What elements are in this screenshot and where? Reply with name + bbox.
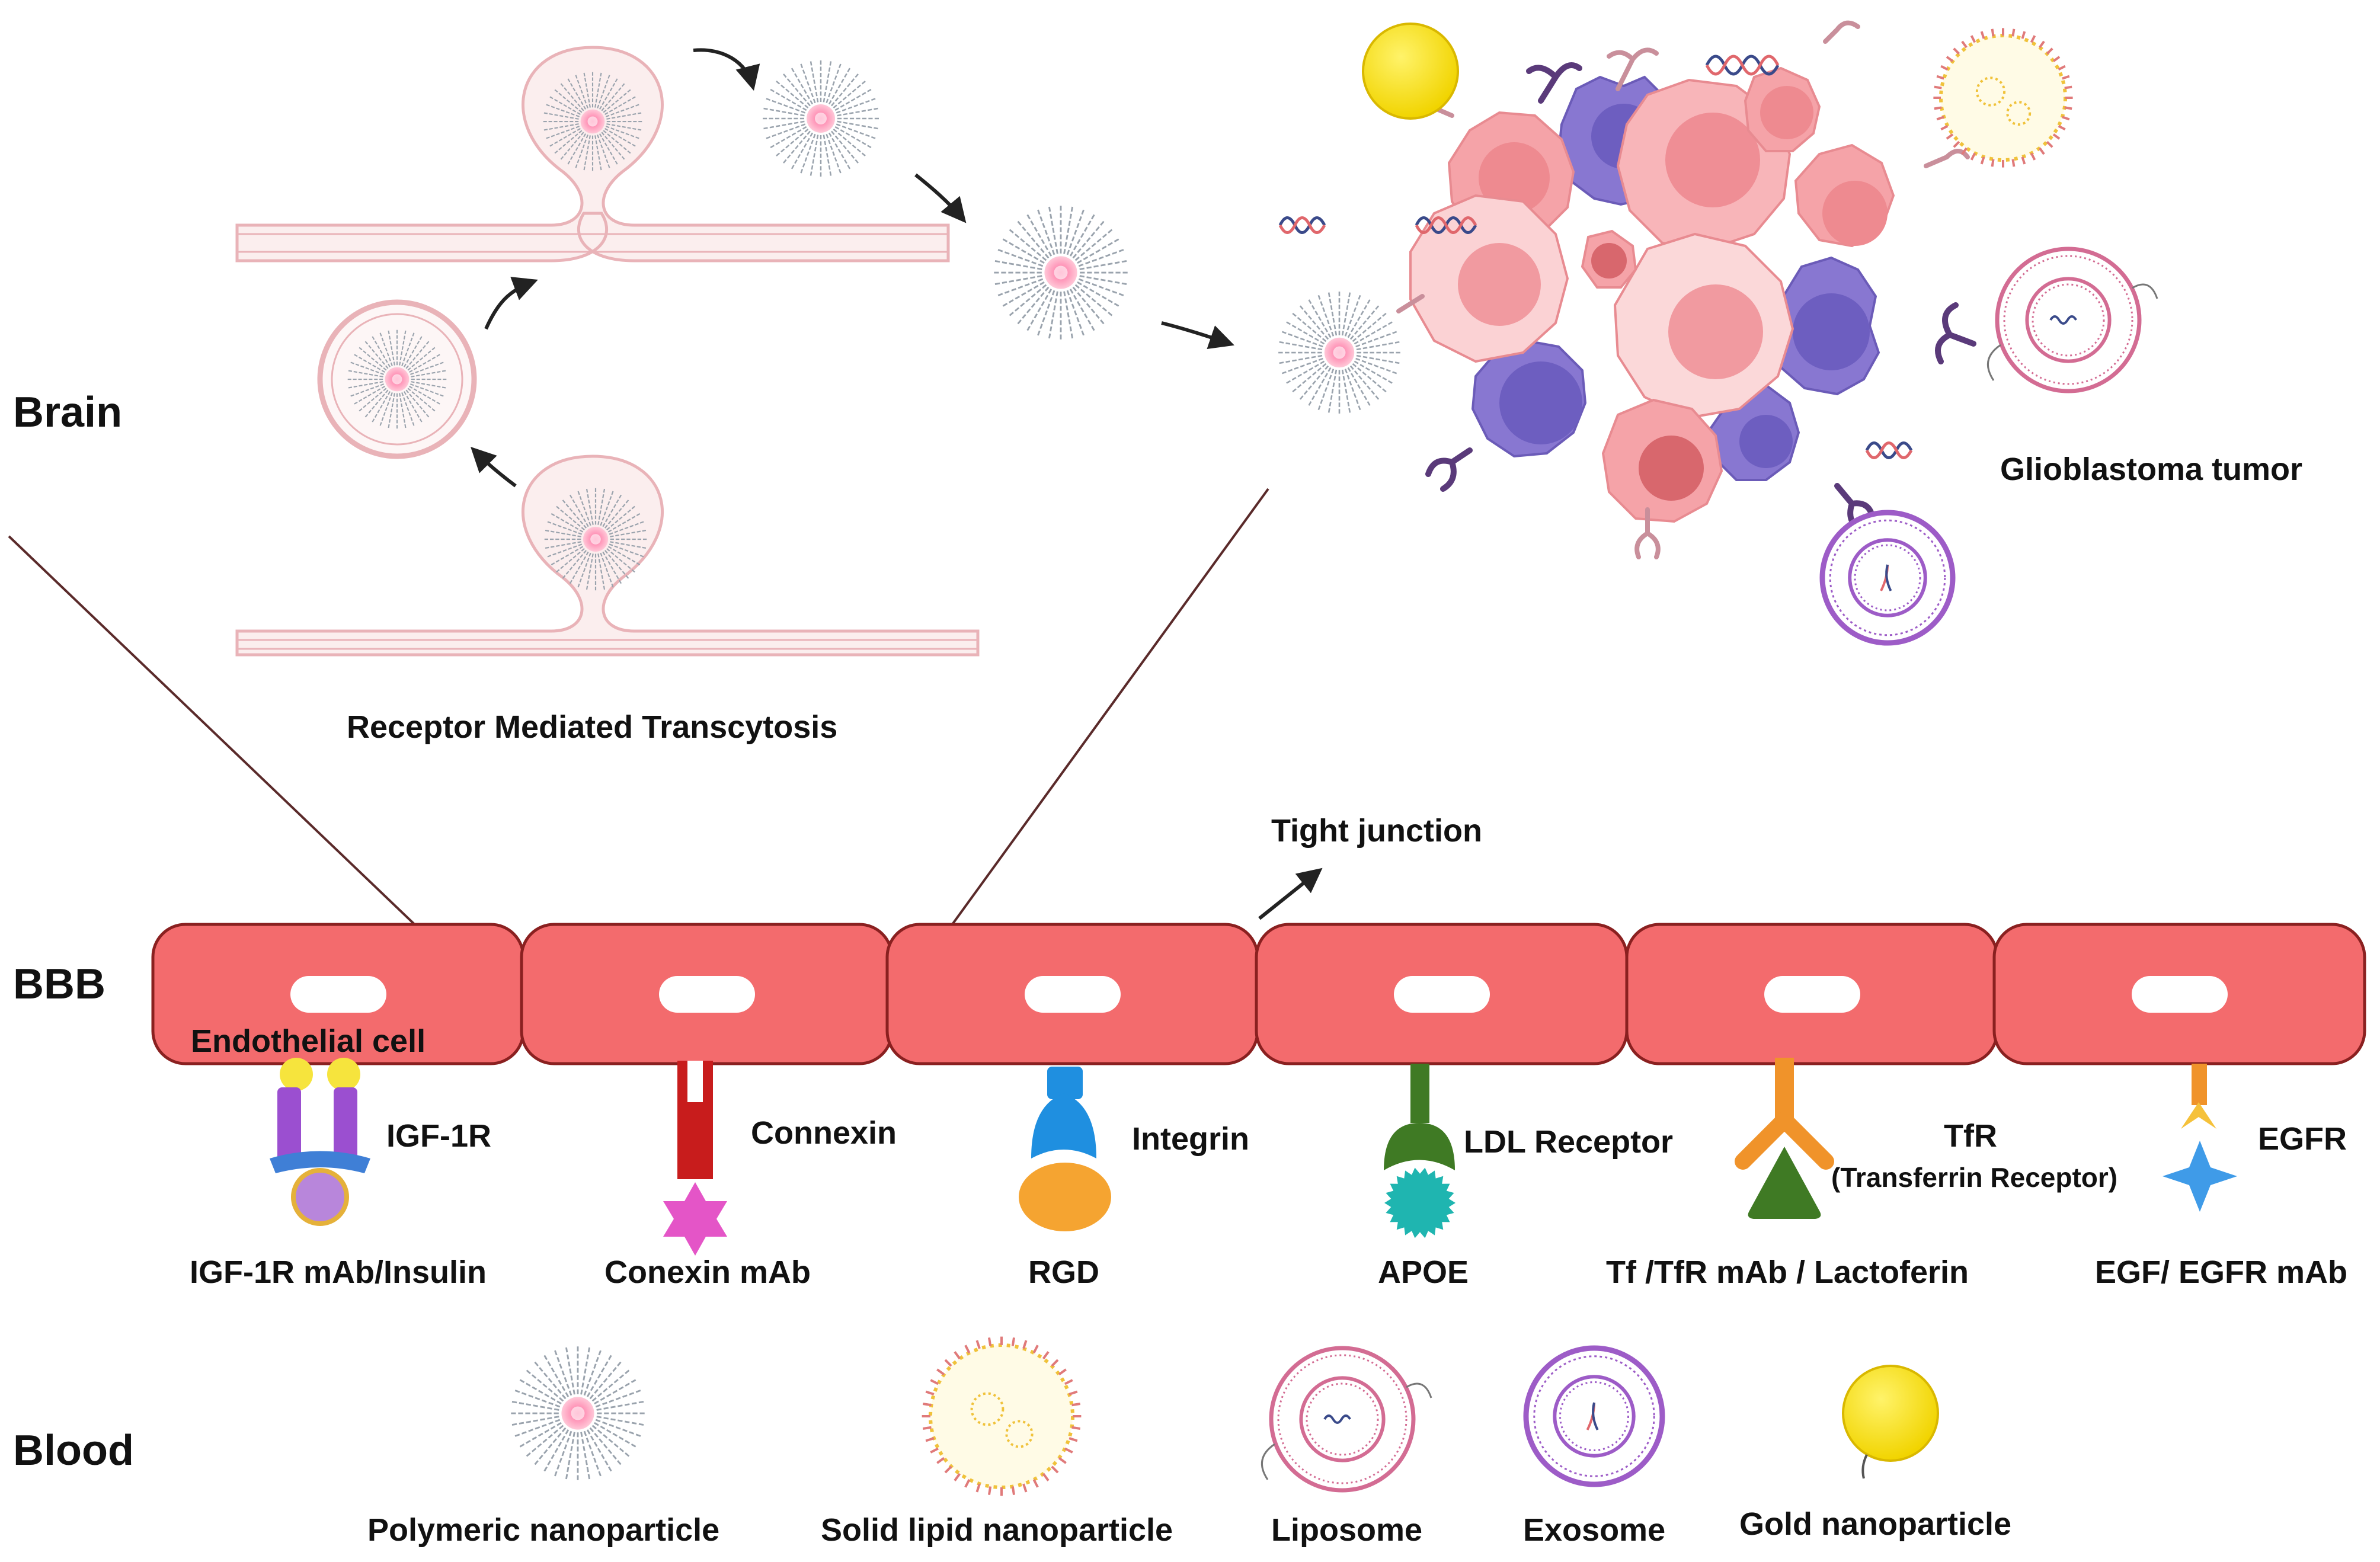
gold-nanoparticle-icon [1362,23,1459,120]
glioblastoma-tumor: Glioblastoma tumor [1278,20,2302,646]
nanoparticle-label: Polymeric nanoparticle [367,1512,719,1548]
receptor-igf1r: IGF-1R IGF-1R mAb/Insulin [190,1058,491,1290]
receptor-label: LDL Receptor [1464,1124,1673,1160]
transcytosis-panel: Receptor Mediated Transcytosis [235,46,1402,745]
dotted-sphere-icon [1933,28,2073,168]
receptor-label: Connexin [751,1115,897,1151]
polymeric-nanoparticle-icon [1277,290,1402,415]
receptor-label: TfR [1944,1118,1997,1154]
receptor-label: Integrin [1132,1121,1249,1157]
arrow-icon [484,277,538,330]
receptor-ldl: LDL Receptor APOE [1378,1064,1673,1290]
endothelial-cell [1255,923,1629,1065]
gold-nanoparticle-icon [1842,1365,1939,1462]
endothelial-cell [885,923,1259,1065]
nanoparticle-label: Exosome [1523,1512,1665,1548]
dashed-ring-icon [1523,1345,1665,1487]
apoe-icon [1384,1167,1455,1238]
endothelial-cell [520,923,894,1065]
receptor-y-icon [1425,62,1976,533]
polymeric-nanoparticle-icon [542,71,643,172]
zone-label-blood: Blood [13,1427,134,1474]
tight-junction-label: Tight junction [1271,813,1482,849]
zone-label-bbb: BBB [13,961,105,1008]
ligand-label: RGD [1028,1254,1099,1290]
arrow-icon [693,48,760,91]
transferrin-icon [1748,1147,1821,1219]
receptor-integrin: Integrin RGD [1019,1067,1249,1290]
receptor-tfr: TfR (Transferrin Receptor) Tf /TfR mAb /… [1606,1058,2117,1290]
ligand-label: EGF/ EGFR mAb [2095,1254,2347,1290]
polymeric-nanoparticle-icon [762,59,880,178]
arrow-icon [1258,868,1323,920]
receptor-connexin: Connexin Conexin mAb [604,1061,897,1290]
arrow-icon [1161,321,1234,349]
polymeric-nanoparticle-icon [347,329,447,430]
ligand-label: Tf /TfR mAb / Lactoferin [1606,1254,1969,1290]
arrow-icon [471,447,517,488]
nanoparticle-label: Gold nanoparticle [1739,1506,2011,1542]
dotted-sphere-icon [922,1336,1082,1496]
receptor-label: EGFR [2258,1121,2347,1157]
transcytosis-caption: Receptor Mediated Transcytosis [347,709,837,745]
rgd-icon [1019,1163,1111,1231]
polymeric-nanoparticle-icon [510,1345,646,1481]
ligand-label: IGF-1R mAb/Insulin [190,1254,487,1290]
polymeric-nanoparticle-icon [543,487,648,591]
endothelial-cell [1992,923,2366,1065]
receptor-note: (Transferrin Receptor) [1831,1162,2117,1193]
zone-label-brain: Brain [13,389,122,436]
receptor-label: IGF-1R [386,1118,491,1154]
star-icon [663,1182,727,1256]
arrow-icon [914,173,967,223]
polymeric-nanoparticle-icon [993,204,1129,341]
dashed-ring-icon [1819,510,1956,646]
dna-helix-icon [1278,55,1913,459]
receptor-egfr: EGFR EGF/ EGFR mAb [2095,1064,2347,1290]
double-ring-icon [1261,1346,1432,1493]
double-ring-icon [1987,247,2158,393]
egf-icon [2163,1141,2237,1212]
ligand-label: APOE [1378,1254,1469,1290]
nanoparticle-legend: Polymeric nanoparticle Solid lipid nanop… [367,1336,2011,1548]
endothelial-cell [1625,923,1999,1065]
membrane-bottom [235,454,980,657]
ligand-label: Conexin mAb [604,1254,811,1290]
insulin-icon [291,1168,349,1226]
nanoparticle-label: Liposome [1271,1512,1422,1548]
nanoparticle-label: Solid lipid nanoparticle [821,1512,1173,1548]
endothelial-cell-label: Endothelial cell [191,1023,426,1059]
endothelial-barrier: Tight junction Endothelial cell [151,813,2366,1065]
tumor-label: Glioblastoma tumor [2000,452,2302,487]
